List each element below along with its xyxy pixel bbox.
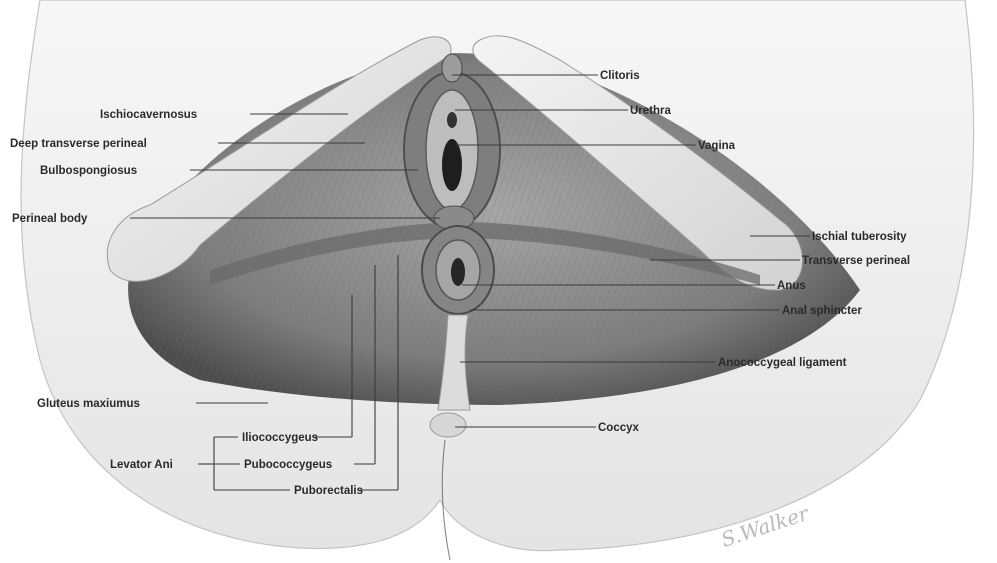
anus-opening bbox=[451, 258, 465, 286]
label-transverse-perineal: Transverse perineal bbox=[802, 255, 910, 267]
clitoris-shape bbox=[442, 54, 462, 82]
label-pubococcygeus: Pubococcygeus bbox=[244, 459, 332, 471]
vagina-opening bbox=[442, 139, 462, 191]
label-anus: Anus bbox=[777, 280, 806, 292]
label-vagina: Vagina bbox=[698, 140, 736, 152]
label-levator-ani: Levator Ani bbox=[110, 459, 173, 471]
label-ischiocavernosus: Ischiocavernosus bbox=[100, 109, 197, 121]
label-iliococcygeus: Iliococcygeus bbox=[242, 432, 318, 444]
label-clitoris: Clitoris bbox=[600, 70, 640, 82]
label-puborectalis: Puborectalis bbox=[294, 485, 363, 497]
label-ischial-tuberosity: Ischial tuberosity bbox=[812, 231, 907, 243]
label-deep-transverse-perineal: Deep transverse perineal bbox=[10, 138, 147, 150]
label-coccyx: Coccyx bbox=[598, 422, 640, 434]
coccyx-shape bbox=[430, 413, 466, 437]
label-anococcygeal-ligament: Anococcygeal ligament bbox=[718, 357, 847, 369]
label-perineal-body: Perineal body bbox=[12, 213, 88, 225]
label-anal-sphincter: Anal sphincter bbox=[782, 305, 862, 317]
label-bulbospongiosus: Bulbospongiosus bbox=[40, 165, 137, 177]
label-gluteus-maxiumus: Gluteus maxiumus bbox=[37, 398, 140, 410]
urethra-opening bbox=[447, 112, 457, 128]
label-urethra: Urethra bbox=[630, 105, 672, 117]
